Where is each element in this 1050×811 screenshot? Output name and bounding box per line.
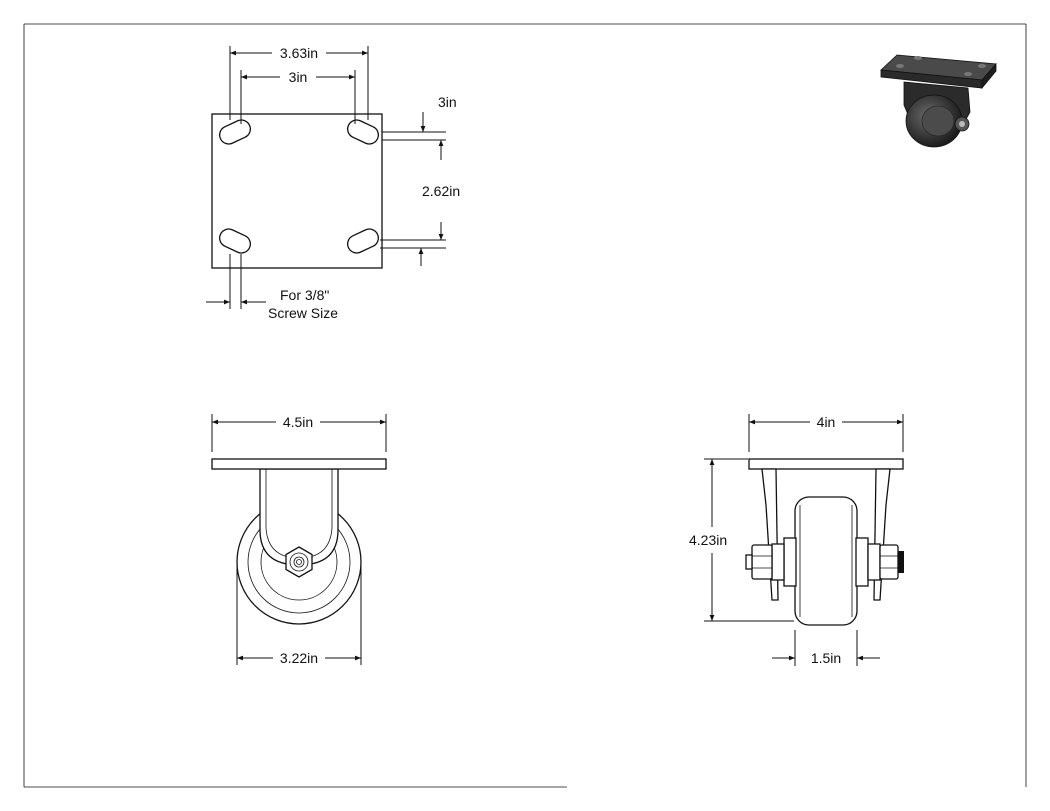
label-front-plate-width: 4.5in: [283, 414, 313, 430]
label-bolt-spacing-x: 3in: [289, 69, 308, 85]
dim-bolt-spacing-y: 3in: [382, 94, 457, 160]
label-plate-width: 3.63in: [280, 45, 318, 61]
dim-front-plate-width: 4.5in: [211, 414, 387, 452]
label-plate-length: 2.62in: [422, 183, 460, 199]
label-side-plate-width: 4in: [817, 414, 836, 430]
dim-screw-size: For 3/8" Screw Size: [206, 254, 338, 321]
caster-3d-render-icon: [880, 54, 997, 148]
dim-plate-length: 2.62in: [380, 183, 460, 266]
front-view: [211, 458, 387, 625]
slot-top-left: [219, 119, 251, 145]
dim-overall-height: 4.23in: [689, 458, 794, 622]
dim-side-plate-width: 4in: [748, 414, 904, 452]
dim-wheel-width: 1.5in: [772, 630, 880, 666]
dim-bolt-spacing-x: 3in: [240, 69, 356, 124]
dim-plate-width: 3.63in: [229, 45, 369, 120]
dim-wheel-diameter: 3.22in: [236, 566, 362, 666]
label-wheel-width: 1.5in: [811, 650, 841, 666]
label-screw-size-line2: Screw Size: [268, 305, 338, 321]
label-overall-height: 4.23in: [689, 532, 727, 548]
slot-top-right: [347, 119, 379, 145]
label-bolt-spacing-y: 3in: [438, 94, 457, 110]
slot-bottom-right: [347, 228, 379, 254]
drawing-frame: [23, 23, 1027, 788]
slot-bottom-left: [219, 228, 251, 254]
label-screw-size-line1: For 3/8": [280, 287, 329, 303]
top-view-plate: [211, 113, 383, 269]
side-view: [745, 458, 904, 626]
label-wheel-diameter: 3.22in: [280, 650, 318, 666]
